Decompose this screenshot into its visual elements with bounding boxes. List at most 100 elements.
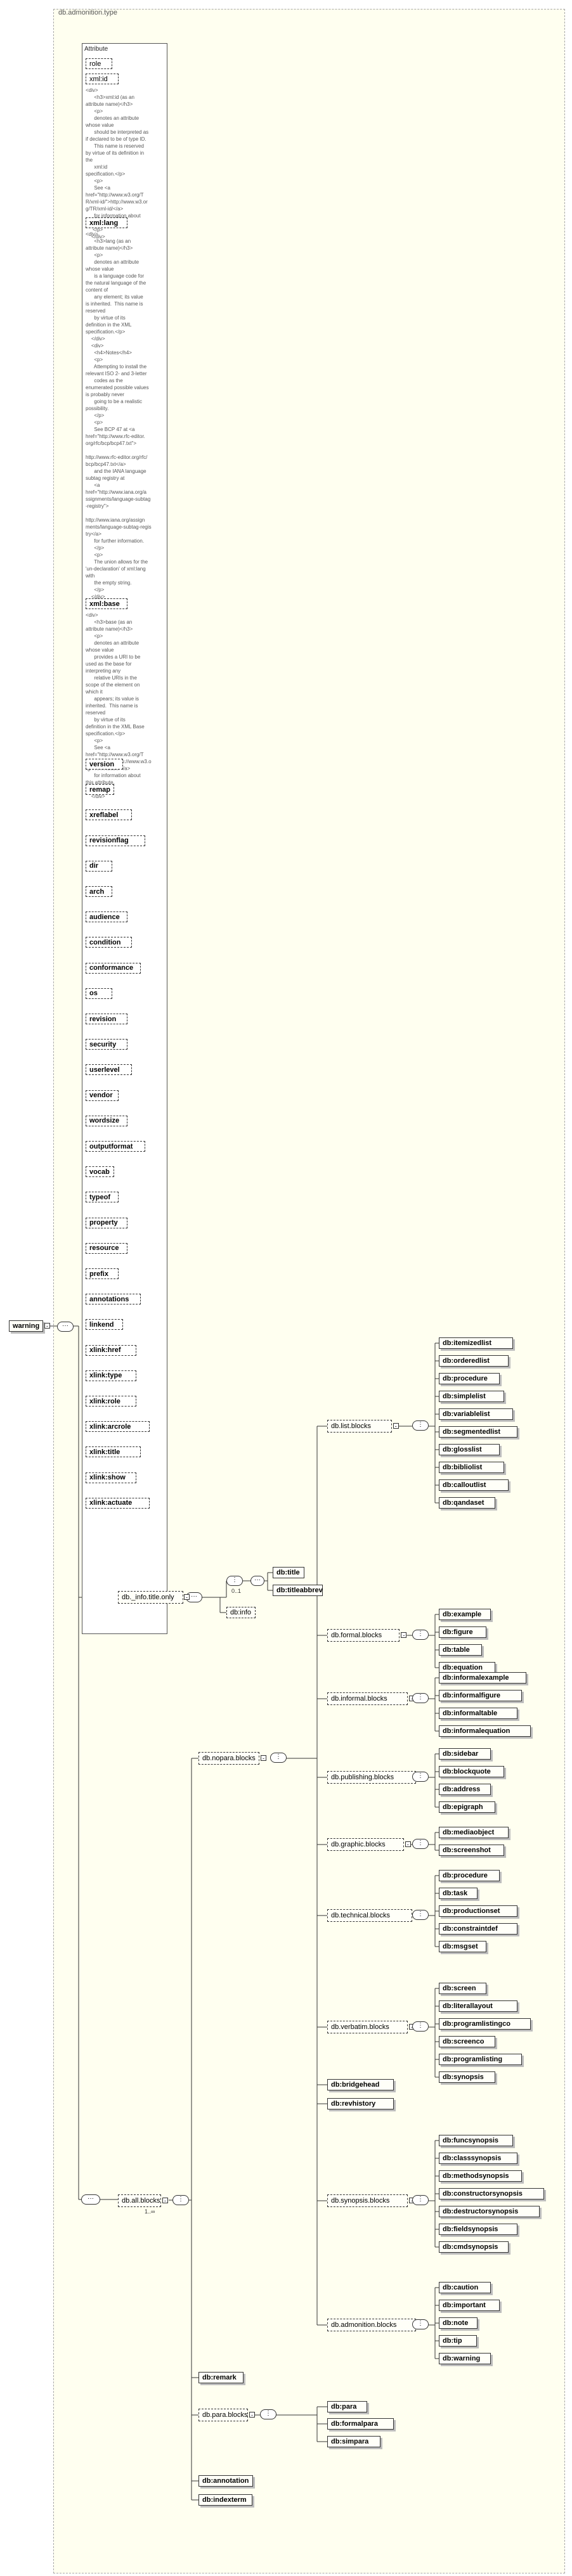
group-all-blocks[interactable]: db.all.blocks	[118, 2194, 161, 2207]
element-db-glosslist[interactable]: db:glosslist	[439, 1444, 500, 1455]
element-db-epigraph[interactable]: db:epigraph	[439, 1801, 495, 1813]
element-db-mediaobject[interactable]: db:mediaobject	[439, 1827, 509, 1838]
element-db-formalpara[interactable]: db:formalpara	[327, 2418, 394, 2430]
element-db-revhistory[interactable]: db:revhistory	[327, 2098, 394, 2109]
element-db-caution[interactable]: db:caution	[439, 2282, 491, 2293]
element-db-annotation[interactable]: db:annotation	[198, 2475, 253, 2487]
element-db-informaltable[interactable]: db:informaltable	[439, 1708, 517, 1719]
attribute-linkend[interactable]: linkend	[86, 1319, 123, 1330]
attribute-revision[interactable]: revision	[86, 1014, 127, 1024]
attribute-vocab[interactable]: vocab	[86, 1166, 114, 1178]
element-db-important[interactable]: db:important	[439, 2300, 500, 2311]
attribute-property[interactable]: property	[86, 1217, 127, 1228]
element-db-procedure[interactable]: db:procedure	[439, 1870, 500, 1881]
attribute-remap[interactable]: remap	[86, 784, 114, 795]
element-db-funcsynopsis[interactable]: db:funcsynopsis	[439, 2135, 513, 2146]
attribute-xreflabel[interactable]: xreflabel	[86, 809, 132, 821]
element-db-programlistingco[interactable]: db:programlistingco	[439, 2018, 531, 2030]
group-db-verbatim-blocks[interactable]: db.verbatim.blocks	[327, 2021, 408, 2033]
attribute-os[interactable]: os	[86, 988, 112, 999]
root-element-warning[interactable]: warning	[9, 1320, 43, 1332]
attribute-xlink-type[interactable]: xlink:type	[86, 1370, 136, 1381]
element-db-informalexample[interactable]: db:informalexample	[439, 1672, 526, 1684]
group-db-graphic-blocks[interactable]: db.graphic.blocks	[327, 1838, 404, 1851]
attribute-xlink-href[interactable]: xlink:href	[86, 1344, 136, 1356]
root-expand-icon[interactable]: -	[44, 1323, 50, 1329]
element-db-screenco[interactable]: db:screenco	[439, 2036, 495, 2047]
element-db-productionset[interactable]: db:productionset	[439, 1905, 517, 1917]
element-db-warning[interactable]: db:warning	[439, 2353, 491, 2364]
element-db-para[interactable]: db:para	[327, 2401, 367, 2412]
group-db-synopsis-blocks[interactable]: db.synopsis.blocks	[327, 2194, 408, 2207]
element-db-classsynopsis[interactable]: db:classsynopsis	[439, 2153, 517, 2164]
element-db-title[interactable]: db:title	[273, 1567, 304, 1578]
attribute-arch[interactable]: arch	[86, 886, 112, 897]
element-db-bibliolist[interactable]: db:bibliolist	[439, 1462, 504, 1473]
element-db-simpara[interactable]: db:simpara	[327, 2436, 380, 2447]
attribute-conformance[interactable]: conformance	[86, 962, 141, 974]
attribute-typeof[interactable]: typeof	[86, 1192, 119, 1203]
element-db-bridgehead[interactable]: db:bridgehead	[327, 2079, 394, 2090]
element-db-msgset[interactable]: db:msgset	[439, 1941, 486, 1952]
group-info-title-only[interactable]: db._info.title.only	[118, 1591, 183, 1604]
attribute-xml-lang[interactable]: xml:lang	[86, 217, 127, 228]
group-info-expand-icon[interactable]: -	[184, 1594, 190, 1600]
element-db-note[interactable]: db:note	[439, 2317, 478, 2329]
element-db-tip[interactable]: db:tip	[439, 2335, 477, 2347]
attribute-audience[interactable]: audience	[86, 911, 127, 923]
element-db-variablelist[interactable]: db:variablelist	[439, 1408, 513, 1420]
attribute-wordsize[interactable]: wordsize	[86, 1115, 127, 1126]
element-db-figure[interactable]: db:figure	[439, 1626, 486, 1638]
element-db-calloutlist[interactable]: db:calloutlist	[439, 1479, 509, 1491]
group-db-technical-blocks[interactable]: db.technical.blocks	[327, 1909, 412, 1922]
element-db-informalequation[interactable]: db:informalequation	[439, 1725, 531, 1737]
attribute-xlink-arcrole[interactable]: xlink:arcrole	[86, 1421, 150, 1433]
element-db-example[interactable]: db:example	[439, 1609, 491, 1620]
element-db-procedure[interactable]: db:procedure	[439, 1373, 500, 1384]
attribute-xml-base[interactable]: xml:base	[86, 598, 127, 609]
group-db-admonition-blocks[interactable]: db.admonition.blocks	[327, 2319, 416, 2331]
attribute-vendor[interactable]: vendor	[86, 1090, 119, 1101]
group-para-expand-icon[interactable]: -	[249, 2412, 255, 2418]
attribute-xlink-role[interactable]: xlink:role	[86, 1396, 136, 1407]
element-db-qandaset[interactable]: db:qandaset	[439, 1497, 495, 1509]
group-expand-icon[interactable]: -	[393, 1423, 399, 1429]
element-db-screen[interactable]: db:screen	[439, 1983, 486, 1994]
element-db-simplelist[interactable]: db:simplelist	[439, 1391, 504, 1402]
group-db-publishing-blocks[interactable]: db.publishing.blocks	[327, 1771, 416, 1784]
attribute-security[interactable]: security	[86, 1039, 127, 1050]
element-db-constraintdef[interactable]: db:constraintdef	[439, 1923, 517, 1935]
element-db-remark[interactable]: db:remark	[198, 2372, 244, 2383]
element-db-info[interactable]: db:info	[226, 1607, 256, 1618]
group-nopara-expand-icon[interactable]: -	[261, 1755, 266, 1761]
attribute-resource[interactable]: resource	[86, 1242, 127, 1254]
element-db-fieldsynopsis[interactable]: db:fieldsynopsis	[439, 2224, 517, 2235]
attribute-xlink-show[interactable]: xlink:show	[86, 1472, 136, 1483]
element-db-destructorsynopsis[interactable]: db:destructorsynopsis	[439, 2206, 540, 2217]
group-expand-icon[interactable]: -	[401, 1632, 407, 1639]
attribute-revisionflag[interactable]: revisionflag	[86, 835, 145, 846]
element-db-indexterm[interactable]: db:indexterm	[198, 2494, 252, 2506]
attribute-userlevel[interactable]: userlevel	[86, 1064, 132, 1076]
element-db-literallayout[interactable]: db:literallayout	[439, 2000, 517, 2012]
group-db-formal-blocks[interactable]: db.formal.blocks	[327, 1629, 400, 1642]
element-db-segmentedlist[interactable]: db:segmentedlist	[439, 1426, 517, 1438]
element-db-titleabbrev[interactable]: db:titleabbrev	[273, 1585, 323, 1596]
group-expand-icon[interactable]: -	[405, 1841, 411, 1848]
element-db-itemizedlist[interactable]: db:itemizedlist	[439, 1337, 513, 1349]
element-db-synopsis[interactable]: db:synopsis	[439, 2071, 495, 2083]
attribute-xlink-actuate[interactable]: xlink:actuate	[86, 1497, 150, 1509]
attribute-dir[interactable]: dir	[86, 860, 112, 872]
attribute-outputformat[interactable]: outputformat	[86, 1141, 145, 1152]
element-db-informalfigure[interactable]: db:informalfigure	[439, 1690, 522, 1701]
attribute-prefix[interactable]: prefix	[86, 1268, 119, 1279]
element-db-orderedlist[interactable]: db:orderedlist	[439, 1355, 509, 1367]
element-db-address[interactable]: db:address	[439, 1784, 491, 1795]
element-db-screenshot[interactable]: db:screenshot	[439, 1845, 504, 1856]
group-db-informal-blocks[interactable]: db.informal.blocks	[327, 1692, 408, 1705]
element-db-constructorsynopsis[interactable]: db:constructorsynopsis	[439, 2188, 544, 2199]
attribute-annotations[interactable]: annotations	[86, 1294, 141, 1305]
group-db-list-blocks[interactable]: db.list.blocks	[327, 1420, 392, 1433]
attribute-xml-id[interactable]: xml:id	[86, 74, 119, 84]
element-db-table[interactable]: db:table	[439, 1644, 482, 1656]
